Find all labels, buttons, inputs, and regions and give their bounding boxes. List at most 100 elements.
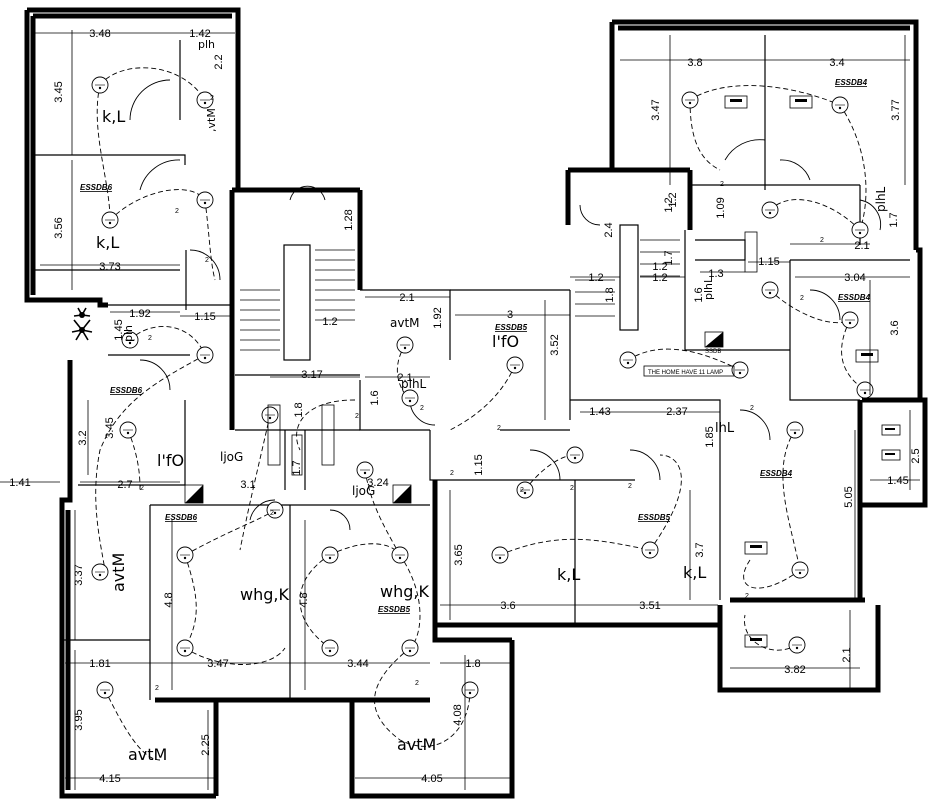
svg-text:2: 2 — [420, 405, 424, 412]
dimension-label: 3.6 — [889, 320, 901, 335]
lamp-icon — [121, 331, 139, 349]
lamp-icon — [401, 639, 419, 657]
room-label: ljoG — [220, 450, 243, 464]
exterior-walls — [24, 7, 928, 799]
dimension-label: 4.15 — [99, 773, 120, 785]
dimension-label: 4.05 — [421, 773, 442, 785]
room-labels: k,L k,L l'fO l'fO avtM avtM avtM whg,K w… — [96, 38, 888, 764]
dimension-label: 1.2 — [652, 272, 667, 284]
dimension-label: 1.2 — [667, 192, 679, 207]
svg-text:2: 2 — [270, 510, 274, 517]
dimension-label: 2.7 — [117, 479, 132, 491]
dimension-label: 2.5 — [910, 448, 922, 463]
dimension-label: 1.7 — [291, 460, 303, 475]
lamp-icon — [761, 201, 779, 219]
dimension-label: 4.8 — [298, 592, 310, 607]
lamp-icon — [321, 546, 339, 564]
lamp-icon — [356, 461, 374, 479]
lamp-icon — [391, 546, 409, 564]
dimension-label: 2.37 — [666, 406, 687, 418]
lamp-icon — [401, 389, 419, 407]
dimension-label: 3.52 — [549, 334, 561, 355]
dimension-label: 3.65 — [453, 544, 465, 565]
svg-text:2: 2 — [570, 485, 574, 492]
dimension-label: 3.4 — [829, 57, 844, 69]
lamp-fixtures — [91, 76, 874, 699]
lamp-icon — [619, 351, 637, 369]
room-label: avtM — [109, 553, 128, 592]
room-label: plh — [122, 325, 135, 342]
room-label: l'fO — [492, 332, 519, 351]
dimension-label: 1.2 — [322, 316, 337, 328]
note-text: THE HOME HAVE 11 LAMP — [648, 370, 723, 376]
lamp-icon — [566, 446, 584, 464]
svg-text:2: 2 — [140, 485, 144, 492]
panel-label: ESSDB5 — [638, 513, 671, 522]
switch-marks: 222 222 222 222 222 222 22 — [140, 95, 824, 692]
dimension-label: 1.7 — [663, 250, 675, 265]
schedule-boxes — [267, 231, 758, 476]
lamp-icon — [396, 336, 414, 354]
svg-text:2: 2 — [497, 425, 501, 432]
room-label: l'fO — [157, 451, 184, 470]
dimension-label: 3.56 — [53, 217, 65, 238]
dimension-label: 1.15 — [758, 256, 779, 268]
svg-text:2: 2 — [628, 483, 632, 490]
panel-label: ESSDB6 — [110, 386, 143, 395]
dimension-label: 3.6 — [500, 600, 515, 612]
panel-label: ESSDB4 — [838, 293, 871, 302]
dimension-label: 1.6 — [369, 390, 381, 405]
svg-text:2: 2 — [720, 181, 724, 188]
lamp-icon — [196, 346, 214, 364]
dimension-label: 1.8 — [465, 658, 480, 670]
dimension-label: 3.95 — [73, 709, 85, 730]
dimension-label: 3.47 — [207, 658, 228, 670]
room-label: plh — [198, 38, 215, 51]
dimension-label: 1.45 — [887, 475, 908, 487]
lamp-icon — [196, 91, 214, 109]
room-label: lhL — [715, 421, 735, 436]
lamp-icon — [831, 96, 849, 114]
panel-label: ESSDB4 — [835, 78, 868, 87]
dimension-label: 3.45 — [104, 417, 116, 438]
dimension-label: 1.2 — [652, 261, 667, 273]
svg-text:2: 2 — [355, 413, 359, 420]
dimension-label: 3.47 — [650, 99, 662, 120]
dimension-label: 3.7 — [694, 542, 706, 557]
room-label: plhL — [874, 186, 888, 212]
dimension-label: 2.1 — [397, 372, 412, 384]
svg-text:2: 2 — [205, 257, 209, 264]
equipment-boxes: SSDB THE HOME HAVE 11 LAMP — [184, 95, 901, 648]
dimension-label: 1.43 — [589, 406, 610, 418]
dimension-label: 1.2 — [588, 272, 603, 284]
dimension-label: 1.2 — [663, 197, 675, 212]
dimension-label: 5.05 — [843, 486, 855, 507]
svg-text:2: 2 — [800, 295, 804, 302]
dimension-label: 3.51 — [639, 600, 660, 612]
dimension-label: 2.1 — [399, 292, 414, 304]
room-label: ,vtM — [205, 108, 218, 132]
lamp-icon — [506, 356, 524, 374]
room-label: ljoG — [352, 484, 375, 498]
lamp-icon — [176, 546, 194, 564]
panel-label: ESSDB5 — [495, 323, 528, 332]
svg-text:2: 2 — [210, 95, 214, 102]
svg-text:2: 2 — [745, 593, 749, 600]
dimension-label: 1.85 — [704, 426, 716, 447]
svg-text:2: 2 — [820, 237, 824, 244]
lamp-icon — [461, 681, 479, 699]
lamp-icon — [119, 421, 137, 439]
svg-text:2: 2 — [750, 405, 754, 412]
dimension-label: 1.8 — [604, 287, 616, 302]
dimension-label: 3.44 — [347, 658, 368, 670]
panel-label: ESSDB6 — [165, 513, 198, 522]
svg-text:2: 2 — [155, 685, 159, 692]
lamp-icon — [196, 191, 214, 209]
lamp-icon — [788, 636, 806, 654]
lamp-icon — [266, 501, 284, 519]
lamp-icon — [856, 381, 874, 399]
dimension-label: 4.08 — [452, 704, 464, 725]
dimension-label: 2.1 — [854, 240, 869, 252]
